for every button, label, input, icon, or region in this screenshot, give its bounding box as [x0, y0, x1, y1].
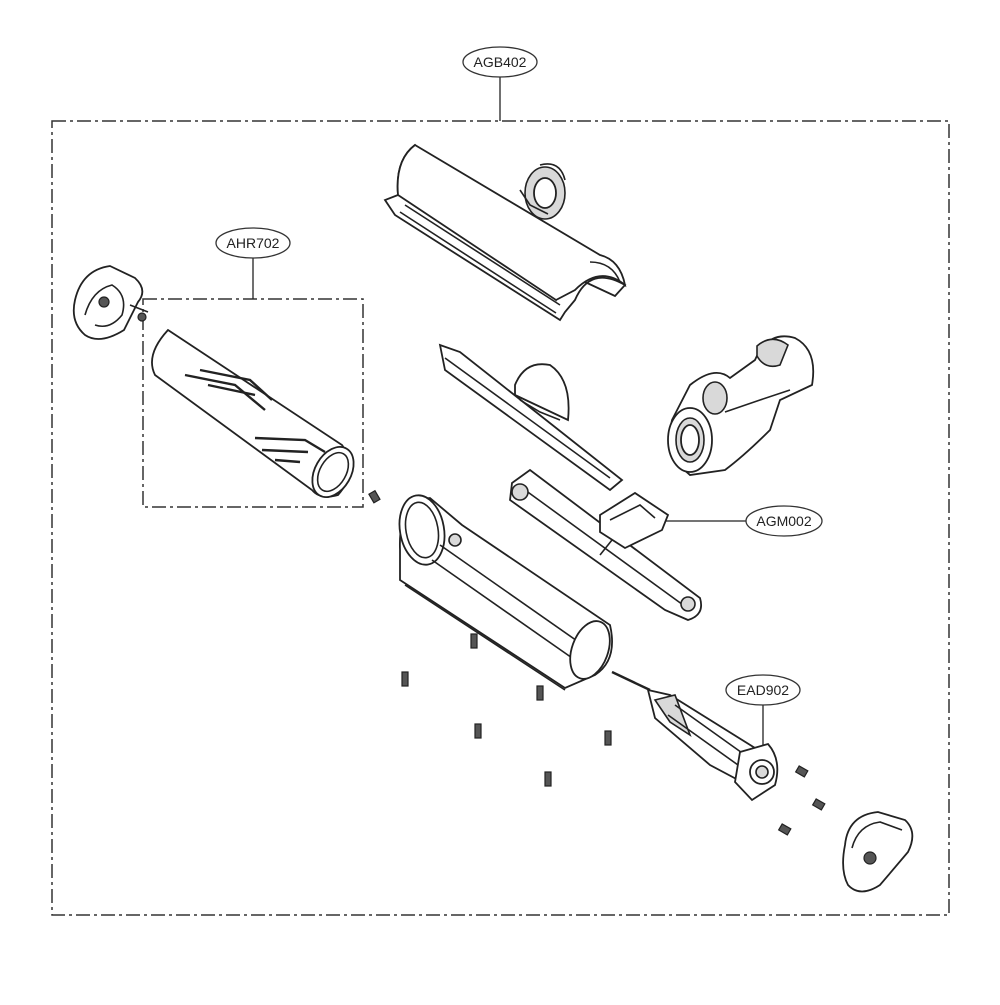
callout-ahr702-bubble — [215, 227, 291, 259]
top-cover-part — [383, 143, 627, 322]
left-end-cap-part — [72, 265, 149, 340]
neck-joint-part — [667, 335, 815, 476]
callout-ead902-bubble — [725, 674, 801, 706]
baffle-part — [438, 343, 624, 492]
screw — [544, 771, 552, 787]
lower-housing-part — [398, 494, 613, 691]
screw — [536, 685, 544, 701]
callout-agb402-bubble — [462, 46, 538, 78]
callout-agm002-bubble — [745, 505, 823, 537]
brush-roller-part — [151, 328, 355, 498]
screw — [474, 723, 482, 739]
motor-part — [611, 670, 779, 802]
callout-agb402: AGB402 — [462, 46, 538, 121]
callout-ead902-label: EAD902 — [737, 682, 789, 698]
callout-ahr702-label: AHR702 — [227, 235, 280, 251]
screw — [811, 798, 826, 811]
callout-ahr702: AHR702 — [215, 227, 291, 299]
callout-agm002-label: AGM002 — [756, 513, 811, 529]
screw — [368, 489, 381, 504]
screw — [794, 765, 809, 778]
screw — [777, 823, 792, 836]
right-end-cap-part — [842, 811, 914, 893]
callout-ead902: EAD902 — [725, 674, 801, 745]
screw — [401, 671, 409, 687]
assembly-boundary — [51, 120, 950, 916]
screws-group — [368, 489, 826, 836]
callout-agb402-label: AGB402 — [474, 54, 527, 70]
screw — [470, 633, 478, 649]
screw — [604, 730, 612, 746]
callout-agm002: AGM002 — [664, 505, 823, 537]
gear-module-part — [509, 468, 703, 621]
